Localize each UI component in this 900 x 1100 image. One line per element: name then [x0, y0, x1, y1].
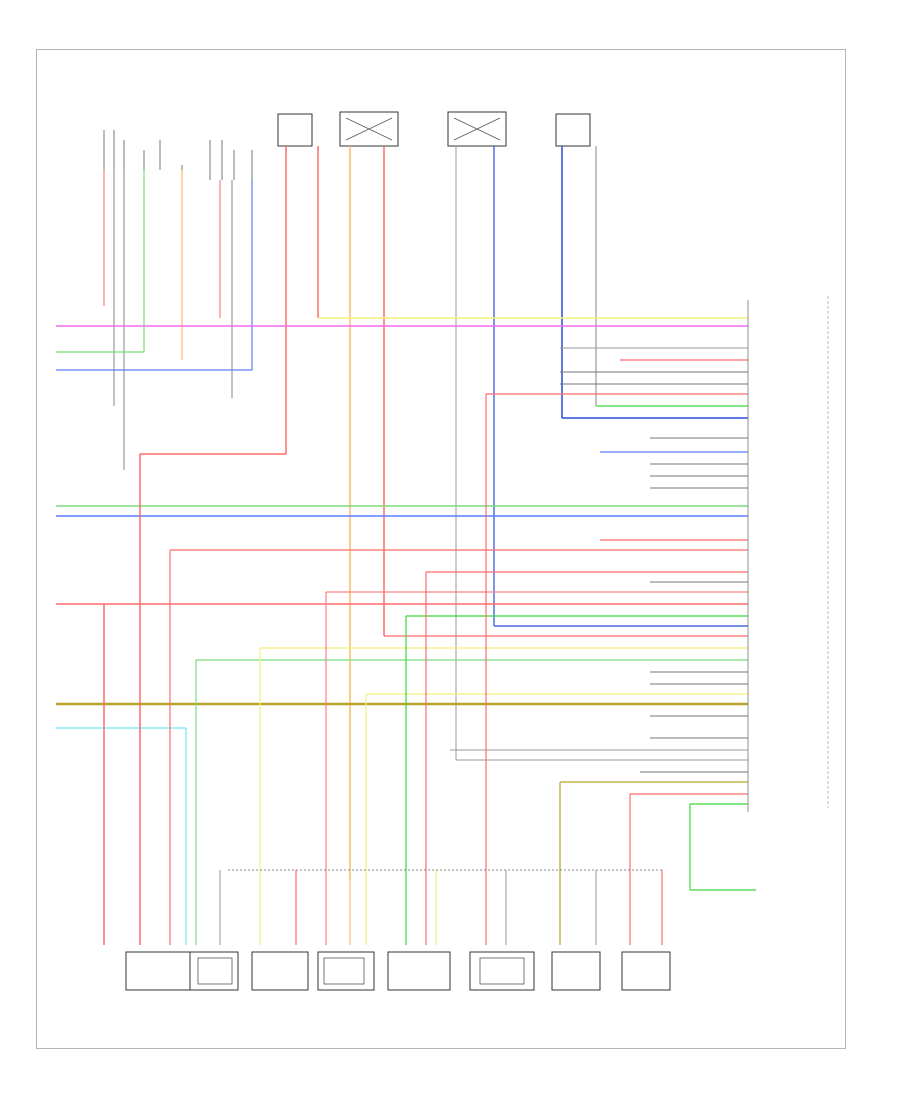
map-sensor-box: [277, 113, 313, 147]
top-wire-drops: [103, 146, 597, 880]
bottom-box-5: [387, 951, 451, 991]
top-components: [103, 111, 591, 180]
bottom-box-8: [621, 951, 671, 991]
crank-sensor-box: [447, 111, 507, 147]
o2-sensor-left: [103, 130, 183, 170]
bottom-box-1: [125, 951, 191, 991]
pcm-connector: [747, 296, 829, 812]
bottom-box-7: [551, 951, 601, 991]
o2-sensor-right: [209, 140, 253, 180]
bottom-box-3: [251, 951, 309, 991]
bottom-components: [125, 951, 671, 991]
vss-sensor-box: [555, 113, 591, 147]
horizontal-wires: [56, 317, 748, 805]
diagram-frame: [36, 49, 846, 1049]
bottom-wire-drops: [103, 394, 756, 945]
